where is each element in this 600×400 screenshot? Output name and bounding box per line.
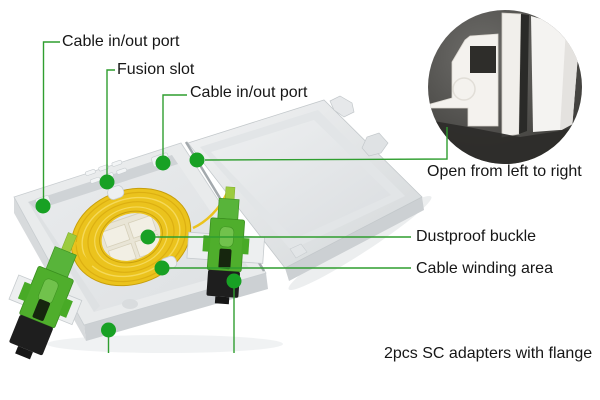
marker-adapter-left <box>101 322 116 338</box>
terminal-box-lid <box>184 95 432 291</box>
callout-dots <box>35 152 242 338</box>
marker-dustproof-buckle <box>140 229 156 245</box>
marker-cable-winding <box>154 260 170 276</box>
hinge-pivot-strip <box>501 12 522 138</box>
label-sc-adapters: 2pcs SC adapters with flange <box>384 345 593 362</box>
dustproof-buckle-tab <box>361 132 389 157</box>
callout-line-fusion-slot <box>106 69 115 176</box>
sc-adapter-right <box>186 186 265 305</box>
sc-adapter-left <box>8 232 83 360</box>
label-cable-in-out-port-left: Cable in/out port <box>62 33 180 50</box>
marker-cable-port-left <box>35 198 51 214</box>
callout-line-cable-port-left <box>42 41 60 201</box>
retention-tab-top <box>107 185 125 200</box>
sc-connector-left <box>9 315 53 356</box>
base-shadow <box>47 335 283 353</box>
callout-line-cable-port-top <box>162 94 187 157</box>
marker-fusion-slot <box>99 174 115 190</box>
label-cable-winding-area: Cable winding area <box>416 260 553 277</box>
fusion-slot-vents <box>85 159 127 184</box>
hinge-detail-inset <box>428 10 582 164</box>
label-open-direction: Open from left to right <box>427 163 582 180</box>
marker-open-direction <box>189 152 205 168</box>
fiber-tail-right <box>192 192 229 230</box>
callout-lines <box>42 41 448 354</box>
callout-line-open-direction <box>204 127 448 161</box>
marker-adapter-right <box>226 273 242 289</box>
lid-corner-tab <box>329 95 355 118</box>
marker-cable-port-top <box>155 155 171 171</box>
label-dustproof-buckle: Dustproof buckle <box>416 228 537 245</box>
label-cable-in-out-port-top: Cable in/out port <box>190 84 308 101</box>
fiber-tail-left <box>75 241 93 267</box>
label-fusion-slot: Fusion slot <box>117 61 195 78</box>
